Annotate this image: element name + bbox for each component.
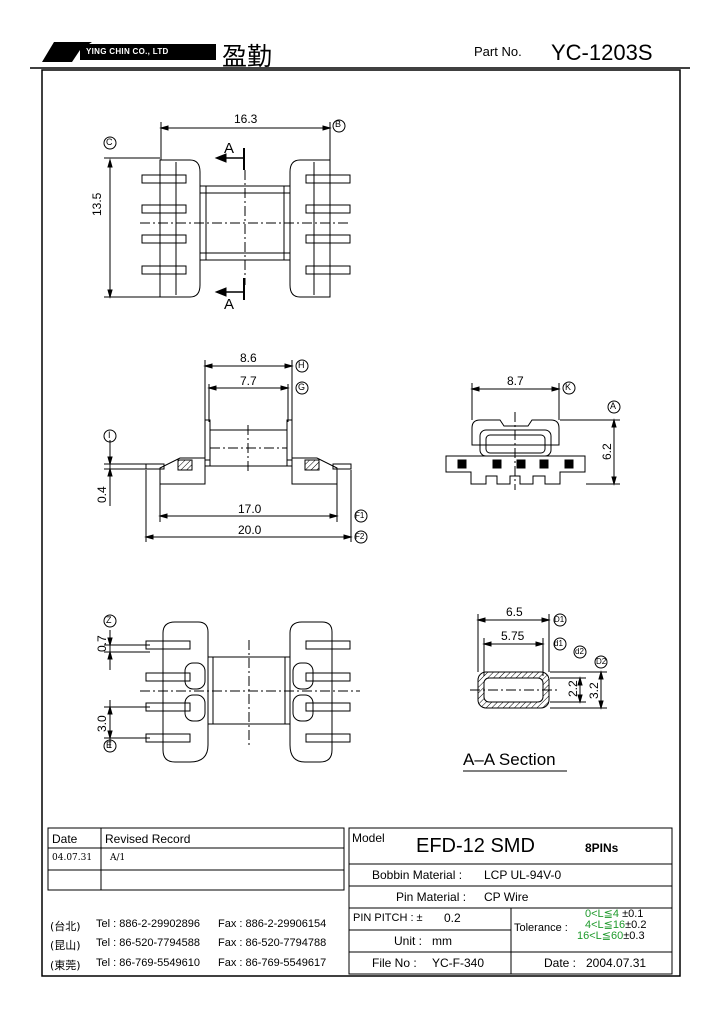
dim-0-7: 0.7 — [95, 635, 109, 652]
model-name: EFD-12 SMD — [416, 835, 535, 857]
tolerance-3-range: 16<L≦ — [577, 930, 611, 942]
tolerance-2-value: 16 — [612, 919, 626, 931]
pin-material-label: Pin Material : — [396, 890, 467, 904]
a-a-section — [463, 613, 608, 772]
contact-loc-1: (台北) — [50, 920, 81, 933]
pin-pitch: 0.2 — [444, 911, 461, 925]
ref-g: G — [298, 382, 306, 392]
file-no-label: File No : — [372, 956, 417, 970]
date-value: 2004.07.31 — [586, 956, 647, 970]
contact-fax-1: Fax : 886-2-29906154 — [218, 918, 327, 930]
top-view — [103, 119, 351, 300]
dim-6-5: 6.5 — [506, 605, 523, 619]
record-header-record: Revised Record — [105, 832, 191, 846]
record-row-date: 04.07.31 — [52, 853, 93, 863]
tolerance-1-value: 4 — [612, 908, 620, 920]
ref-f1: F1 — [355, 511, 365, 520]
dim-20-0: 20.0 — [238, 523, 262, 537]
dim-3-2: 3.2 — [587, 682, 601, 699]
tolerance-3-value: 60 — [611, 930, 624, 942]
company-name: YING CHIN CO., LTD — [86, 47, 169, 56]
tolerance-1-tol: ±0.1 — [622, 908, 644, 920]
drawing-frame — [41, 69, 681, 977]
contact-tel-3: Tel : 86-769-5549610 — [96, 957, 200, 969]
ref-z: Z — [106, 615, 112, 625]
dim-0-4-side: 0.4 — [95, 486, 109, 503]
dim-17-0: 17.0 — [238, 502, 262, 516]
contact-loc-3: (東莞) — [50, 959, 81, 972]
dim-5-75: 5.75 — [501, 629, 525, 643]
unit: mm — [432, 934, 452, 948]
title-block — [47, 827, 673, 975]
section-title: A–A Section — [463, 750, 556, 769]
section-mark-bottom: A — [224, 296, 235, 313]
dim-7-7: 7.7 — [240, 374, 257, 388]
ref-c: C — [106, 137, 113, 147]
record-row-record: A/1 — [110, 853, 126, 863]
company-name-cn: 盈勤 — [222, 42, 273, 71]
dim-3-0: 3.0 — [95, 715, 109, 732]
contact-tel-2: Tel : 86-520-7794588 — [96, 937, 200, 949]
ref-a: A — [610, 401, 617, 411]
tolerance-1-range: 0<L≦ — [585, 908, 613, 920]
dim-6-2: 6.2 — [600, 443, 614, 460]
tolerance-2-range: 4<L≦ — [585, 919, 613, 931]
ref-h: H — [298, 360, 305, 370]
section-mark-top: A — [224, 140, 235, 157]
part-no: YC-1203S — [551, 40, 653, 65]
ref-d1-upper: D1 — [554, 615, 565, 624]
ref-b: B — [335, 119, 342, 129]
tolerance-row-2: 4<L≦16±0.2 — [585, 919, 646, 931]
ref-d2-lower: d2 — [575, 647, 584, 656]
contact-loc-2: (昆山) — [50, 939, 81, 952]
dim-8-7: 8.7 — [507, 374, 524, 388]
record-header-date: Date — [52, 832, 78, 846]
ref-f2: F2 — [355, 532, 365, 541]
tolerance-label: Tolerance : — [514, 922, 568, 934]
tolerance-2-tol: ±0.2 — [625, 919, 647, 931]
pin-material: CP Wire — [484, 890, 529, 904]
bobbin-material: LCP UL-94V-0 — [484, 868, 562, 882]
pin-pitch-label: PIN PITCH : ± — [353, 912, 423, 924]
dim-8-6: 8.6 — [240, 351, 257, 365]
tolerance-row-1: 0<L≦4 ±0.1 — [585, 908, 643, 920]
dim-13-5: 13.5 — [90, 192, 104, 216]
tolerance-3-tol: ±0.3 — [623, 930, 645, 942]
bottom-view — [103, 614, 360, 763]
company-logo — [42, 42, 216, 62]
dim-16-3: 16.3 — [234, 112, 258, 126]
model-label: Model — [352, 831, 385, 845]
ref-d1-lower: d1 — [554, 639, 563, 648]
contact-fax-3: Fax : 86-769-5549617 — [218, 957, 327, 969]
contact-tel-1: Tel : 886-2-29902896 — [96, 918, 200, 930]
date-label: Date : — [544, 956, 577, 970]
tolerance-row-3: 16<L≦60±0.3 — [577, 930, 645, 942]
pin-count: 8PINs — [585, 841, 619, 855]
bobbin-material-label: Bobbin Material : — [372, 868, 463, 882]
ref-k: K — [565, 382, 572, 392]
contact-fax-2: Fax : 86-520-7794788 — [218, 937, 327, 949]
part-no-label: Part No. — [474, 44, 522, 59]
ref-d2-upper: D2 — [596, 657, 607, 666]
dim-2-2: 2.2 — [566, 680, 580, 697]
end-view — [445, 381, 621, 490]
unit-label: Unit : — [394, 934, 423, 948]
side-view — [103, 359, 368, 544]
file-no: YC-F-340 — [432, 956, 485, 970]
ref-i: I — [108, 430, 111, 440]
ref-e: E — [106, 740, 113, 750]
